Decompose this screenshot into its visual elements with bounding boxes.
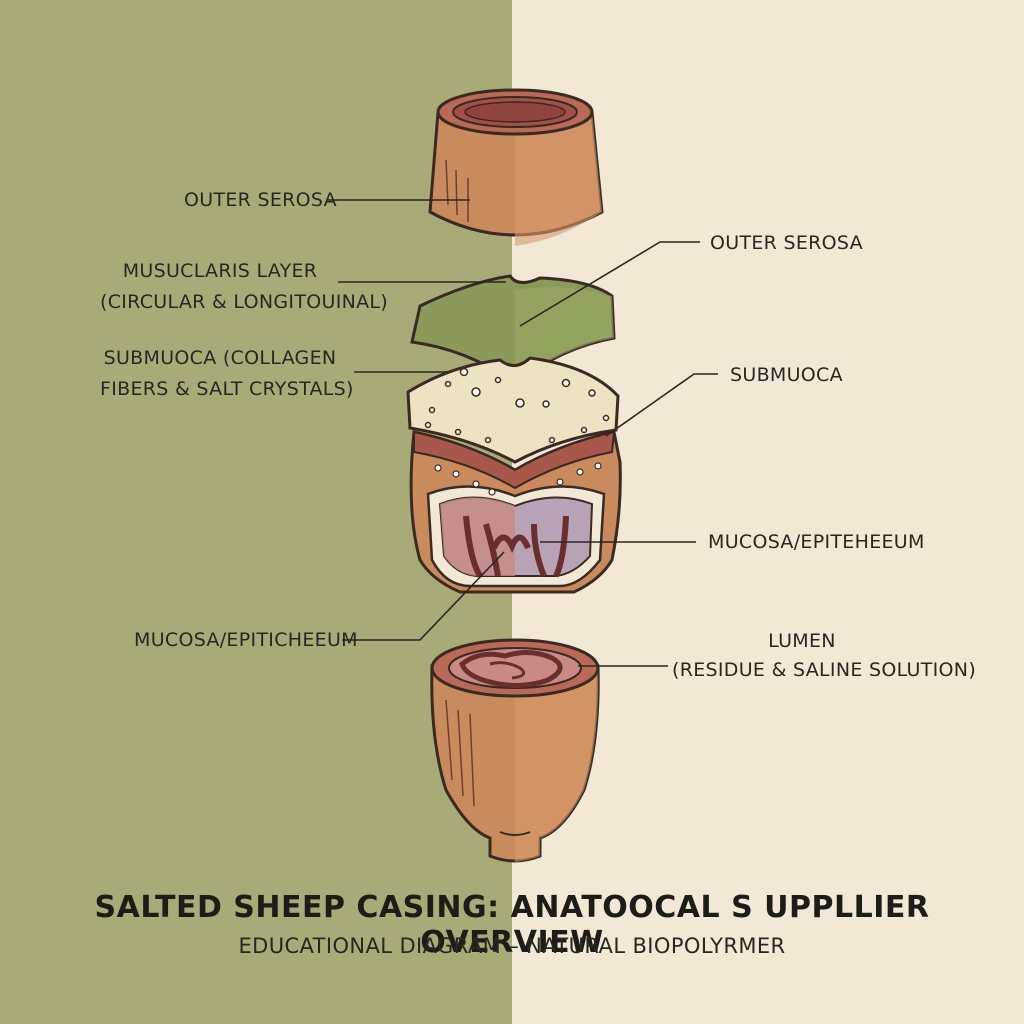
label-right-outer-serosa: OUTER SEROSA [710,232,863,254]
label-left-muscularis-line1: MUSUCLARIS LAYER [122,260,318,282]
top-serosa-cylinder [428,88,604,246]
leader-line-right-outer-serosa [519,241,700,327]
label-right-submucosa: SUBMUOCA [730,364,843,386]
mucosa-segment-shape [409,430,622,594]
label-right-lumen-line1: LUMEN [768,630,836,652]
label-left-submucosa-line1: SUBMUOCA (COLLAGEN [103,347,337,369]
label-left-muscularis-line2: (CIRCULAR & LONGITOUINAL) [100,291,389,313]
diagram-title: SALTED SHEEP CASING: ANATOOCAL S UPPLLIE… [94,890,930,960]
submucosa-layer-shape [406,356,620,464]
diagram-subtitle: EDUCATIONAL DIAGRAM – NATURAL BIOPOLYRME… [238,934,786,958]
label-right-lumen-line2: (RESIDUE & SALINE SOLUTION) [672,659,977,681]
leader-lines [328,199,718,667]
label-left-mucosa: MUCOSA/EPITICHEEUM [134,629,358,651]
label-left-submucosa-line2: FIBERS & SALT CRYSTALS) [100,378,354,400]
label-right-mucosa: MUCOSA/EPITEHEEUM [708,531,925,553]
label-left-outer-serosa: OUTER SEROSA [184,189,337,211]
leader-line-right-submucosa [605,373,718,437]
leader-line-left-mucosa [342,551,505,641]
bottom-lumen-vessel [430,638,600,863]
